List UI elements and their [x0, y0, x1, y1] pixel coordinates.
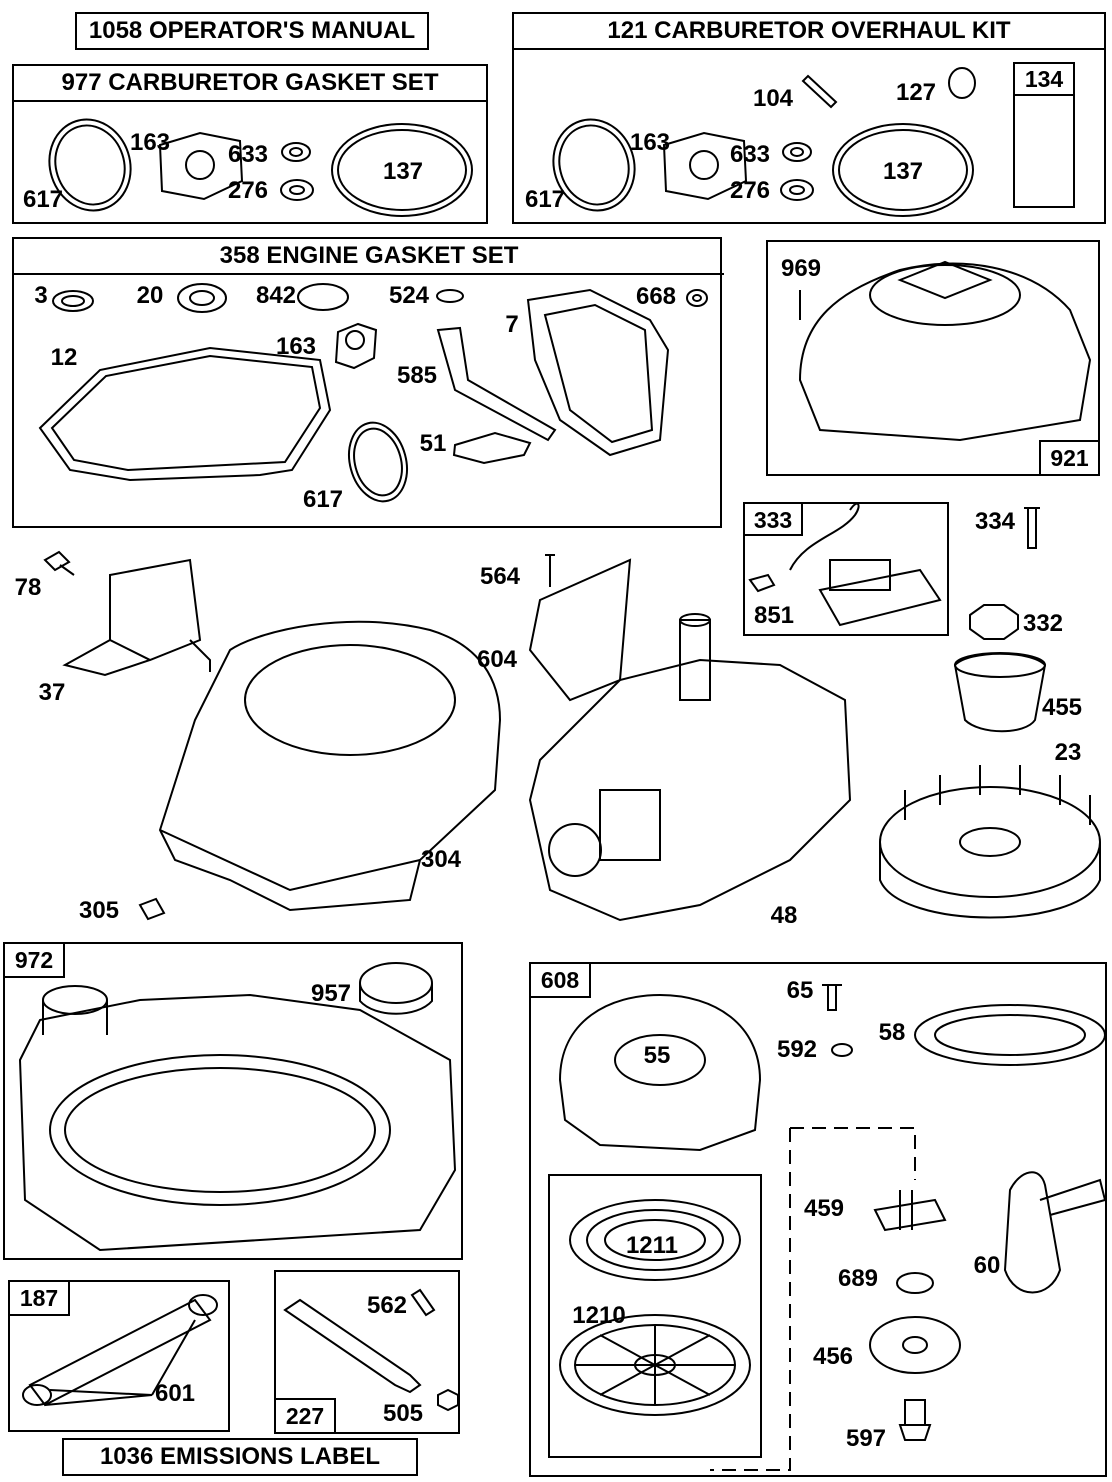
part-305: 305 — [78, 897, 120, 924]
part-524: 524 — [388, 282, 430, 309]
gasket-163-drawing — [158, 131, 244, 201]
part-304: 304 — [420, 846, 462, 873]
part-137: 137 — [382, 158, 424, 185]
part-456: 456 — [812, 1343, 854, 1370]
bolt-334-drawing — [1024, 507, 1040, 549]
rewind-spring-box — [548, 1174, 762, 1458]
gasket-137-drawing — [331, 123, 473, 217]
shield-37-drawing — [62, 558, 211, 677]
part-617: 617 — [524, 186, 566, 213]
part-127: 127 — [895, 79, 937, 106]
part-1210: 1210 — [572, 1302, 626, 1329]
part-78: 78 — [14, 574, 42, 601]
part-163: 163 — [129, 129, 171, 156]
part-37: 37 — [38, 679, 66, 706]
carb-gasket-set-title: 977 CARBURETOR GASKET SET — [14, 66, 486, 102]
part-668: 668 — [635, 283, 677, 310]
tag-134-label: 134 — [1015, 64, 1073, 96]
operators-manual-header: 1058 OPERATOR'S MANUAL — [75, 12, 429, 50]
washer-633-drawing — [281, 142, 311, 162]
part-65: 65 — [786, 977, 814, 1004]
part-633: 633 — [729, 141, 771, 168]
tag-333: 333 — [743, 502, 803, 536]
part-137: 137 — [882, 158, 924, 185]
washer-276-drawing — [280, 179, 314, 201]
fuel-line-box — [8, 1280, 230, 1432]
part-23: 23 — [1054, 739, 1082, 766]
gasket-585-drawing — [436, 326, 557, 442]
part-163: 163 — [629, 129, 671, 156]
carb-gasket-set-box: 977 CARBURETOR GASKET SET — [12, 64, 488, 224]
part-60: 60 — [973, 1252, 1001, 1279]
starter-55-drawing — [558, 993, 762, 1152]
carb-overhaul-kit-title: 121 CARBURETOR OVERHAUL KIT — [514, 14, 1104, 50]
tag-921: 921 — [1039, 440, 1100, 476]
part-51: 51 — [419, 430, 447, 457]
part-276: 276 — [729, 177, 771, 204]
part-3: 3 — [34, 282, 48, 309]
gasket-12-drawing — [38, 346, 332, 482]
o-ring-617-drawing — [48, 118, 132, 212]
tag-608: 608 — [529, 962, 591, 998]
tag-972: 972 — [3, 942, 65, 978]
blower-housing-box — [766, 240, 1100, 476]
part-455: 455 — [1041, 694, 1083, 721]
part-597: 597 — [845, 1425, 887, 1452]
engine-gasket-set-title: 358 ENGINE GASKET SET — [14, 239, 724, 275]
part-505: 505 — [382, 1400, 424, 1427]
bracket-box — [274, 1270, 460, 1434]
part-562: 562 — [366, 1292, 408, 1319]
nut-332-drawing — [969, 604, 1019, 640]
emissions-label-header: 1036 EMISSIONS LABEL — [62, 1438, 418, 1476]
part-20: 20 — [136, 282, 164, 309]
part-564: 564 — [479, 563, 521, 590]
part-58: 58 — [878, 1019, 906, 1046]
part-459: 459 — [803, 1195, 845, 1222]
part-332: 332 — [1022, 610, 1064, 637]
handle-60-drawing — [1003, 1171, 1107, 1294]
starter-box — [529, 962, 1107, 1477]
bracket-227-drawing — [283, 1298, 422, 1394]
crankcase-48-drawing — [528, 658, 852, 922]
part-617: 617 — [302, 486, 344, 513]
part-7: 7 — [505, 311, 519, 338]
part-617: 617 — [22, 186, 64, 213]
part-633: 633 — [227, 141, 269, 168]
part-163: 163 — [275, 333, 317, 360]
part-601: 601 — [154, 1380, 196, 1407]
part-592: 592 — [776, 1036, 818, 1063]
part-48: 48 — [770, 902, 798, 929]
plug-127-drawing — [948, 67, 976, 99]
part-1211: 1211 — [625, 1232, 679, 1259]
part-957: 957 — [310, 980, 352, 1007]
part-12: 12 — [50, 344, 78, 371]
part-334: 334 — [974, 508, 1016, 535]
housing-304-drawing — [158, 620, 502, 912]
fuel-tank-box — [3, 942, 463, 1260]
pin-104-drawing — [801, 74, 838, 109]
pulley-1210-drawing — [559, 1314, 751, 1416]
cup-455-drawing — [953, 652, 1047, 733]
flywheel-23-drawing — [879, 786, 1101, 898]
part-851: 851 — [753, 602, 795, 629]
part-55: 55 — [643, 1042, 671, 1069]
part-276: 276 — [227, 177, 269, 204]
part-969: 969 — [780, 255, 822, 282]
tag-187: 187 — [8, 1280, 70, 1316]
engine-gasket-set-box: 358 ENGINE GASKET SET — [12, 237, 724, 528]
part-104: 104 — [752, 85, 794, 112]
part-842: 842 — [255, 282, 297, 309]
guard-604-drawing — [528, 558, 632, 702]
spring-1211-drawing — [569, 1199, 741, 1281]
ignition-box — [743, 502, 949, 636]
part-689: 689 — [837, 1265, 879, 1292]
part-604: 604 — [476, 646, 518, 673]
part-585: 585 — [396, 362, 438, 389]
tag-227: 227 — [274, 1398, 336, 1434]
carb-overhaul-kit-box: 121 CARBURETOR OVERHAUL KIT — [512, 12, 1106, 224]
bolt-78-drawing — [43, 550, 75, 576]
tube-187-drawing — [28, 1298, 212, 1407]
tag-134: 134 — [1013, 62, 1075, 208]
